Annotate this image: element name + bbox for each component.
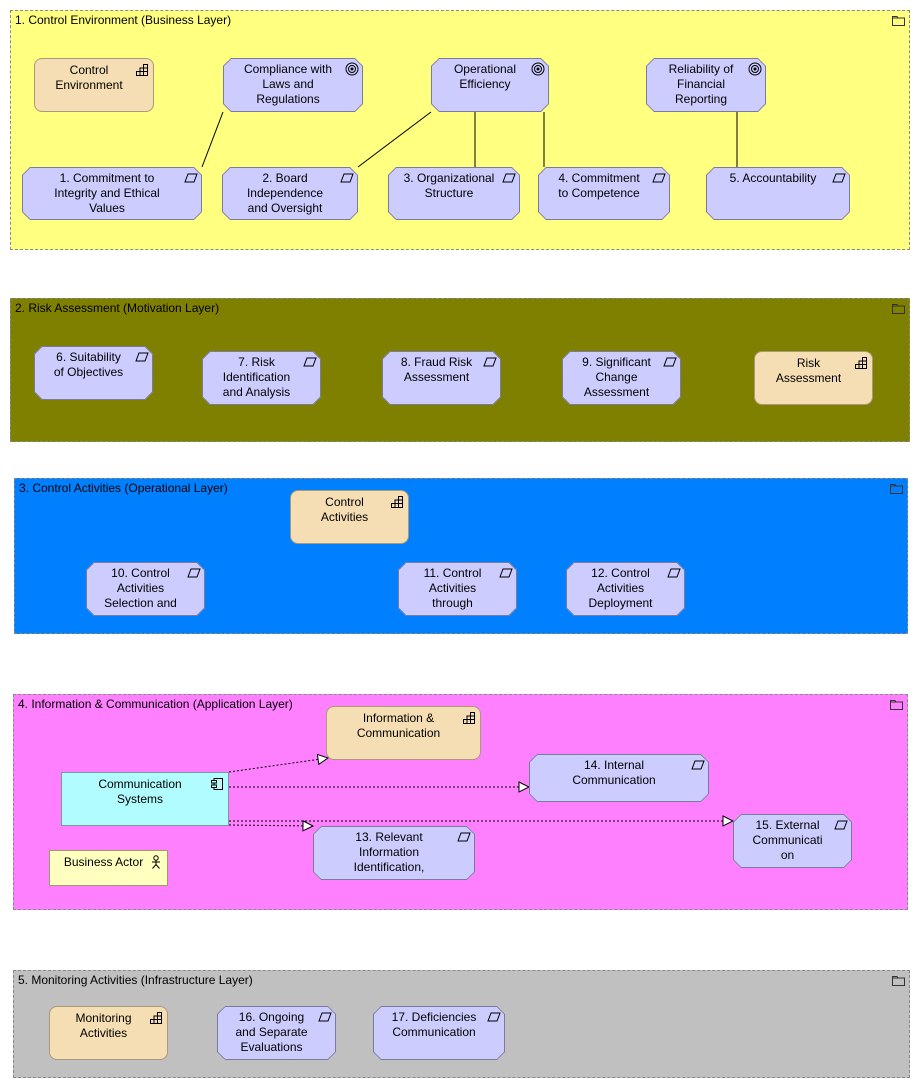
principle-icon <box>184 173 198 183</box>
goal-operational-efficiency[interactable]: Operational Efficiency <box>431 58 549 112</box>
principle-icon <box>457 832 471 842</box>
business-actor[interactable]: Business Actor <box>49 850 168 886</box>
principle-16[interactable]: 16. Ongoing and Separate Evaluations <box>217 1006 336 1060</box>
goal-icon <box>531 62 545 76</box>
capability-control-activities[interactable]: Control Activities <box>290 490 409 544</box>
node-outline <box>313 826 475 880</box>
node-outline <box>382 351 501 405</box>
node-outline <box>373 1006 505 1060</box>
principle-icon <box>483 357 497 367</box>
goal-icon <box>345 62 359 76</box>
capability-control-environment[interactable]: Control Environment <box>34 58 154 112</box>
goal-reliability-financial-reporting[interactable]: Reliability of Financial Reporting <box>646 58 766 112</box>
node-outline <box>646 58 766 112</box>
node-outline <box>202 351 321 405</box>
node-outline <box>34 346 153 400</box>
principle-6[interactable]: 6. Suitability of Objectives <box>34 346 153 400</box>
node-outline <box>388 167 520 220</box>
capability-risk-assessment[interactable]: Risk Assessment <box>754 351 873 405</box>
principle-1[interactable]: 1. Commitment to Integrity and Ethical V… <box>22 167 202 220</box>
principle-15[interactable]: 15. External Communicati on <box>733 814 852 868</box>
folder-icon <box>890 484 903 494</box>
principle-5[interactable]: 5. Accountability <box>706 167 850 220</box>
principle-icon <box>652 173 666 183</box>
capability-icon <box>391 496 403 508</box>
node-outline <box>22 167 202 220</box>
principle-2[interactable]: 2. Board Independence and Oversight <box>222 167 358 220</box>
principle-icon <box>834 820 848 830</box>
folder-icon <box>890 700 903 710</box>
principle-icon <box>691 760 705 770</box>
principle-icon <box>135 352 149 362</box>
component-communication-systems[interactable]: Communication Systems <box>61 772 229 826</box>
node-outline <box>398 562 517 616</box>
capability-monitoring-activities[interactable]: Monitoring Activities <box>49 1006 168 1060</box>
principle-icon <box>340 173 354 183</box>
principle-17[interactable]: 17. Deficiencies Communication <box>373 1006 505 1060</box>
principle-8[interactable]: 8. Fraud Risk Assessment <box>382 351 501 405</box>
node-outline <box>222 167 358 220</box>
principle-10[interactable]: 10. Control Activities Selection and <box>86 562 205 616</box>
principle-icon <box>487 1012 501 1022</box>
actor-icon <box>152 855 160 869</box>
principle-icon <box>667 568 681 578</box>
principle-13[interactable]: 13. Relevant Information Identification, <box>313 826 475 880</box>
principle-9[interactable]: 9. Significant Change Assessment <box>562 351 681 405</box>
node-outline <box>217 1006 336 1060</box>
principle-icon <box>832 173 846 183</box>
group-title: 3. Control Activities (Operational Layer… <box>19 481 228 495</box>
principle-icon <box>318 1012 332 1022</box>
capability-icon <box>855 357 867 369</box>
node-outline <box>733 814 852 868</box>
group-title: 4. Information & Communication (Applicat… <box>18 697 293 711</box>
principle-3[interactable]: 3. Organizational Structure <box>388 167 520 220</box>
goal-icon <box>748 62 762 76</box>
node-outline <box>562 351 681 405</box>
principle-icon <box>502 173 516 183</box>
capability-icon <box>136 64 148 76</box>
group-title: 2. Risk Assessment (Motivation Layer) <box>15 301 220 315</box>
node-outline <box>706 167 850 220</box>
node-outline <box>529 754 709 802</box>
folder-icon <box>892 304 905 314</box>
node-outline <box>566 562 685 616</box>
node-outline <box>431 58 549 112</box>
capability-icon <box>463 712 475 724</box>
principle-icon <box>663 357 677 367</box>
principle-11[interactable]: 11. Control Activities through <box>398 562 517 616</box>
group-risk-assessment[interactable]: 2. Risk Assessment (Motivation Layer) <box>10 298 910 442</box>
principle-7[interactable]: 7. Risk Identification and Analysis <box>202 351 321 405</box>
principle-icon <box>303 357 317 367</box>
capability-icon <box>150 1012 162 1024</box>
folder-icon <box>892 16 905 26</box>
principle-12[interactable]: 12. Control Activities Deployment <box>566 562 685 616</box>
node-outline <box>538 167 670 220</box>
component-icon <box>211 778 223 790</box>
principle-4[interactable]: 4. Commitment to Competence <box>538 167 670 220</box>
folder-icon <box>892 976 905 986</box>
principle-14[interactable]: 14. Internal Communication <box>529 754 709 802</box>
principle-icon <box>499 568 513 578</box>
node-outline <box>223 58 363 112</box>
node-outline <box>86 562 205 616</box>
principle-icon <box>187 568 201 578</box>
capability-information-communication[interactable]: Information & Communication <box>326 706 481 760</box>
group-title: 5. Monitoring Activities (Infrastructure… <box>18 973 253 987</box>
group-title: 1. Control Environment (Business Layer) <box>15 13 232 27</box>
goal-compliance[interactable]: Compliance with Laws and Regulations <box>223 58 363 112</box>
